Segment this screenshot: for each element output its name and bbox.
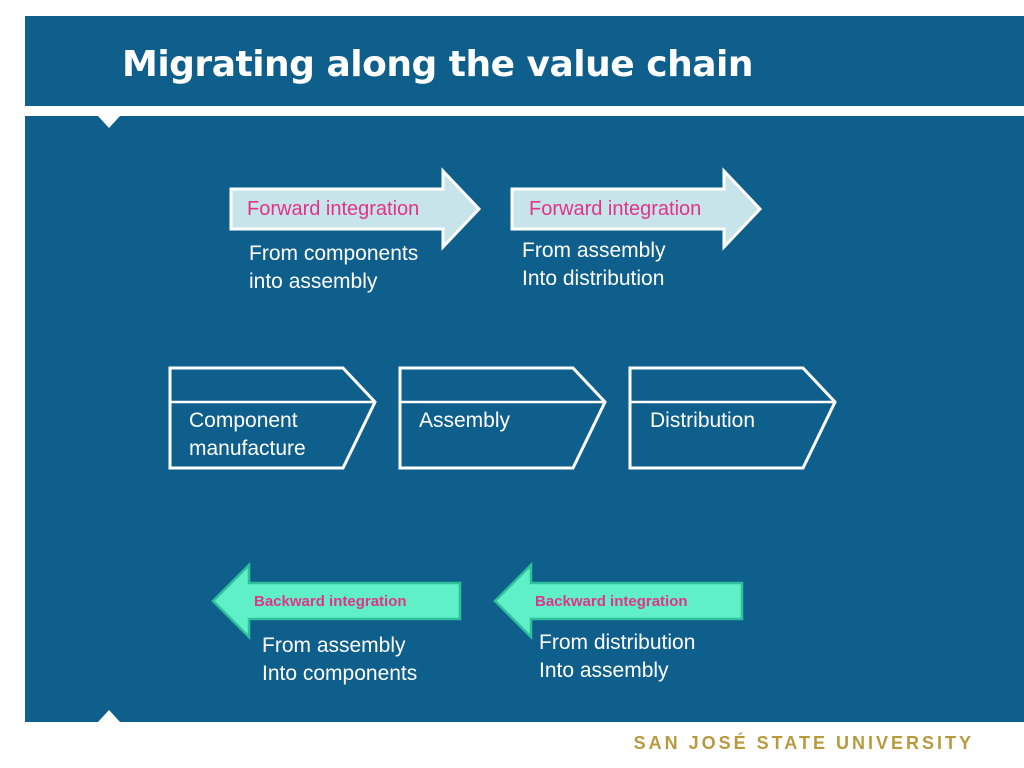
header-rule [25, 106, 1024, 116]
stage-label-component: Component manufacture [189, 407, 306, 463]
backward-arrow-2 [493, 561, 744, 641]
note-line: From distribution [539, 631, 696, 654]
stage-label-distribution: Distribution [650, 407, 755, 435]
panel-notch-bottom [98, 710, 120, 722]
stage-label-line: manufacture [189, 437, 306, 460]
stage-label-assembly: Assembly [419, 407, 510, 435]
note-line: From assembly [522, 239, 666, 262]
forward-arrow-2 [510, 167, 763, 251]
note-line: From assembly [262, 634, 406, 657]
stage-chevron-assembly [398, 366, 607, 470]
backward-integration-note-2: From distribution Into assembly [539, 629, 695, 685]
note-line: Into assembly [539, 659, 669, 682]
header-band [25, 16, 1024, 106]
forward-integration-note-2: From assembly Into distribution [522, 237, 666, 293]
backward-integration-label-1: Backward integration [254, 593, 407, 610]
page-title: Migrating along the value chain [122, 44, 753, 85]
note-line: into assembly [249, 270, 378, 293]
backward-integration-label-2: Backward integration [535, 593, 688, 610]
backward-arrow-1 [211, 561, 462, 641]
forward-integration-label-2: Forward integration [529, 198, 702, 220]
stage-label-line: Assembly [419, 409, 511, 432]
note-line: Into distribution [522, 267, 665, 290]
forward-integration-note-1: From components into assembly [249, 240, 418, 296]
backward-integration-note-1: From assembly Into components [262, 632, 417, 688]
panel-notch-top [98, 116, 120, 128]
stage-label-line: Component [189, 409, 298, 432]
stage-chevron-distribution [628, 366, 837, 470]
note-line: Into components [262, 662, 418, 685]
stage-label-line: Distribution [650, 409, 756, 432]
university-wordmark: SAN JOSÉ STATE UNIVERSITY [633, 733, 974, 753]
stage-chevron-component [168, 366, 377, 470]
forward-arrow-1 [229, 167, 482, 251]
forward-integration-label-1: Forward integration [247, 198, 420, 220]
note-line: From components [249, 242, 419, 265]
